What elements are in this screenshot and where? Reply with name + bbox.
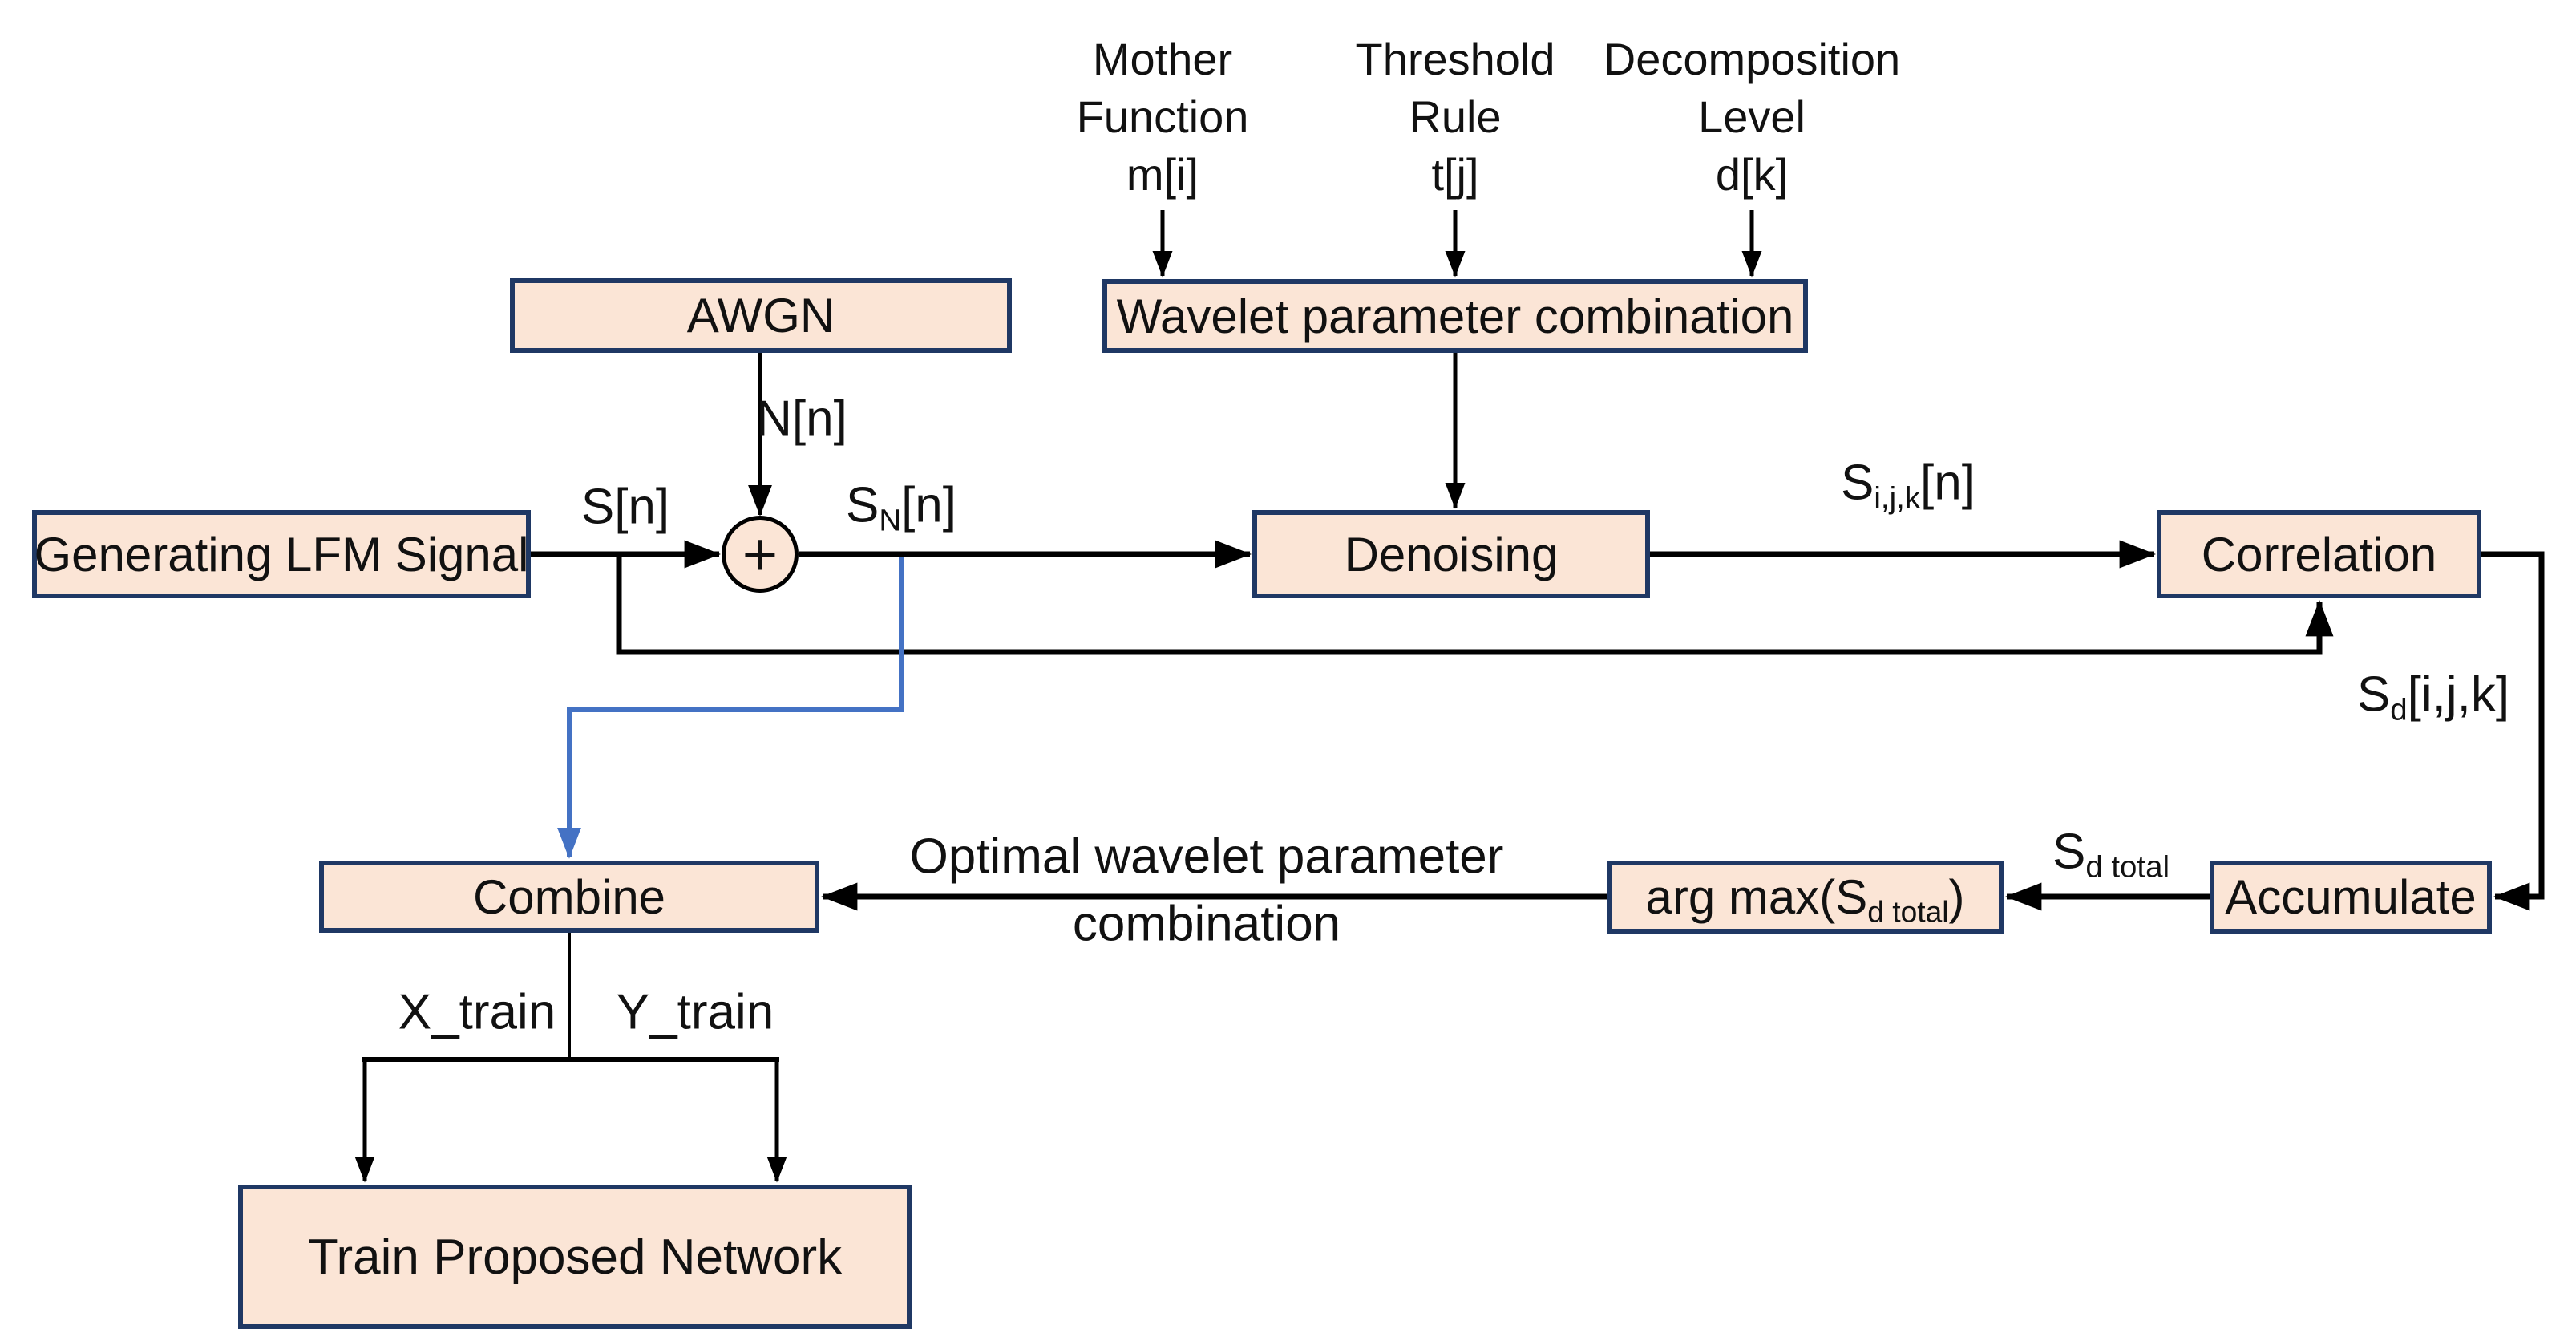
label-optimal-line2-text: combination: [1072, 896, 1341, 952]
argmax-label-pre: arg max(S: [1645, 870, 1868, 924]
label-mother-line3: m[i]: [1126, 149, 1199, 200]
argmax-box: arg max(Sd total): [1607, 861, 2004, 934]
awgn-box-label: AWGN: [686, 289, 835, 342]
label-sd-ijk: Sd[i,j,k]: [2356, 666, 2510, 725]
label-sd-ijk-rest: [i,j,k]: [2407, 666, 2510, 723]
arrow-correlation-to-accumulate: [2481, 551, 2545, 911]
label-decomp-line1: Decomposition: [1603, 34, 1901, 84]
label-decomp-line3: d[k]: [1715, 149, 1789, 200]
plus-sign: +: [742, 520, 778, 589]
label-ytrain: Y_train: [617, 984, 774, 1041]
label-mother-line1: Mother: [1092, 34, 1233, 84]
label-s-noisy-base: S: [845, 477, 880, 533]
label-s-ijk-sub: i,j,k: [1874, 480, 1921, 516]
argmax-label-post: ): [1948, 870, 1965, 924]
label-mother-line2: Function: [1076, 91, 1249, 142]
label-s-ijk-rest: [n]: [1920, 455, 1975, 511]
argmax-box-label: arg max(Sd total): [1645, 869, 1965, 929]
label-sd-total: Sd total: [2052, 824, 2170, 885]
label-s-ijk-base: S: [1841, 455, 1874, 511]
label-s-noisy-rest: [n]: [901, 477, 957, 533]
correlation-box-label: Correlation: [2201, 527, 2437, 581]
label-s-n-text: S[n]: [580, 479, 670, 535]
label-s-noisy: SN[n]: [845, 477, 957, 538]
denoising-box: Denoising: [1252, 510, 1650, 598]
accumulate-box-label: Accumulate: [2225, 870, 2477, 924]
label-decomp-line2: Level: [1698, 91, 1806, 142]
label-decomposition-level: Decomposition Level d[k]: [1603, 30, 1900, 204]
label-sd-ijk-base: S: [2356, 666, 2391, 723]
label-threshold-rule: Threshold Rule t[j]: [1355, 30, 1555, 204]
label-mother-function: Mother Function m[i]: [1077, 30, 1249, 204]
label-xtrain-text: X_train: [398, 984, 556, 1040]
label-xtrain: X_train: [398, 984, 556, 1041]
label-sd-ijk-sub: d: [2390, 692, 2408, 727]
label-noise-text: N[n]: [756, 391, 847, 447]
awgn-box: AWGN: [510, 278, 1012, 353]
wavelet-box-label: Wavelet parameter combination: [1116, 289, 1794, 343]
lfm-box-label: Generating LFM Signal: [34, 527, 529, 581]
label-optimal-line1-text: Optimal wavelet parameter: [909, 829, 1504, 885]
label-s-noisy-sub: N: [879, 503, 902, 538]
label-s-n: S[n]: [581, 479, 669, 536]
arrow-reference-signal-to-correlation: [616, 557, 2334, 655]
label-ytrain-text: Y_train: [616, 984, 774, 1040]
wavelet-parameter-combination-box: Wavelet parameter combination: [1102, 279, 1808, 353]
label-optimal-line2: combination: [1073, 896, 1341, 953]
label-noise: N[n]: [756, 391, 847, 448]
combine-box-label: Combine: [472, 869, 666, 924]
train-proposed-network-box: Train Proposed Network: [238, 1185, 912, 1329]
label-threshold-line2: Rule: [1409, 91, 1502, 142]
label-threshold-line1: Threshold: [1355, 34, 1555, 84]
denoising-box-label: Denoising: [1344, 527, 1559, 581]
label-s-ijk: Si,j,k[n]: [1841, 455, 1975, 516]
correlation-box: Correlation: [2157, 510, 2481, 598]
train-box-label: Train Proposed Network: [307, 1229, 843, 1285]
argmax-label-sub: d total: [1867, 894, 1949, 929]
label-optimal-line1: Optimal wavelet parameter: [910, 829, 1504, 885]
label-sd-total-base: S: [2052, 824, 2086, 880]
arrow-noisy-signal-to-combine: [557, 557, 904, 859]
sum-junction-circle: +: [722, 516, 799, 593]
generating-lfm-signal-box: Generating LFM Signal: [32, 510, 531, 598]
label-threshold-line3: t[j]: [1431, 149, 1479, 200]
combine-box: Combine: [319, 861, 819, 933]
accumulate-box: Accumulate: [2210, 861, 2492, 934]
label-sd-total-sub: d total: [2085, 849, 2170, 885]
